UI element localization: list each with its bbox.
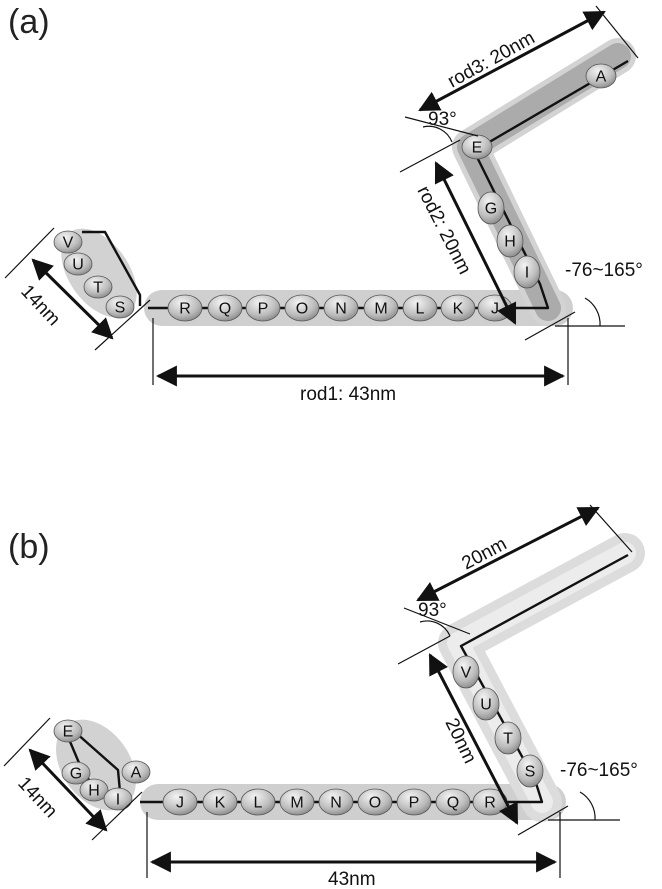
svg-text:P: P: [409, 795, 420, 812]
bead: T: [494, 721, 522, 755]
svg-text:P: P: [258, 301, 269, 318]
panel-a-head-chain: [82, 230, 142, 306]
bead: E: [461, 134, 493, 160]
panel-b-rod3-dimension: [416, 506, 600, 602]
panel-a-label: (a): [8, 3, 50, 41]
bead: G: [477, 191, 505, 225]
panel-a: (a) R Q P O N M L K J G H I: [4, 3, 643, 405]
bead: Q: [435, 788, 471, 816]
panel-a-angle-arc-top: [422, 125, 453, 143]
svg-text:G: G: [485, 201, 497, 218]
panel-a-rod2-label: rod2: 20nm: [413, 183, 475, 278]
svg-text:K: K: [453, 301, 464, 318]
bead: L: [402, 294, 438, 322]
bead: K: [202, 788, 238, 816]
svg-text:M: M: [290, 795, 303, 812]
bead: S: [516, 754, 544, 788]
svg-text:A: A: [596, 69, 607, 86]
svg-text:L: L: [254, 795, 263, 812]
bead: A: [121, 760, 151, 784]
svg-text:O: O: [296, 301, 308, 318]
svg-text:O: O: [369, 795, 381, 812]
bead: N: [318, 788, 354, 816]
bead: S: [105, 295, 135, 319]
panel-b-rod1-beads: J K L M N O P Q R: [162, 788, 508, 816]
bead: V: [452, 655, 480, 689]
panel-a-rod1-beads: R Q P O N M L K J: [167, 294, 513, 322]
panel-b-rod2-dimension: [428, 653, 519, 825]
bead: P: [245, 294, 281, 322]
panel-b-angle-arc-top: [419, 620, 451, 637]
svg-text:A: A: [131, 765, 142, 782]
bead: U: [63, 252, 93, 276]
panel-a-rod1-label: rod1: 43nm: [300, 384, 396, 405]
panel-a-rods: [61, 38, 636, 326]
bead: V: [53, 230, 83, 254]
svg-text:R: R: [179, 301, 191, 318]
panel-a-rod3-dimension: [418, 10, 606, 112]
svg-text:N: N: [335, 301, 347, 318]
svg-text:T: T: [503, 731, 513, 748]
panel-b-label: (b): [8, 528, 50, 566]
svg-text:Q: Q: [447, 795, 459, 812]
bead: R: [167, 294, 203, 322]
panel-a-head-dimension: [31, 258, 114, 340]
svg-text:H: H: [504, 234, 516, 251]
svg-text:J: J: [491, 301, 499, 318]
svg-text:I: I: [116, 792, 120, 809]
panel-b-head-label: 14nm: [13, 773, 61, 822]
bead: N: [323, 294, 359, 322]
svg-text:V: V: [63, 235, 74, 252]
bead: E: [53, 719, 83, 743]
panel-a-angle-right: -76~165°: [565, 260, 643, 281]
svg-text:V: V: [461, 665, 472, 682]
bead: M: [279, 788, 315, 816]
bead: U: [472, 687, 500, 721]
svg-text:L: L: [416, 301, 425, 318]
bead: M: [363, 294, 399, 322]
panel-b-rod3-label: 20nm: [458, 534, 510, 575]
panel-a-angle-arc-right: [584, 297, 601, 327]
svg-text:S: S: [115, 300, 126, 317]
panel-a-rod2-dimension: [434, 161, 517, 325]
bead: A: [585, 63, 617, 89]
svg-text:R: R: [484, 795, 496, 812]
bead: O: [284, 294, 320, 322]
bead: H: [496, 224, 524, 258]
panel-a-rod3-label: rod3: 20nm: [444, 27, 538, 92]
panel-b-angle-top: 93°: [418, 600, 447, 621]
panel-b-angle-right: -76~165°: [560, 760, 638, 781]
svg-text:T: T: [93, 280, 103, 297]
panel-b-angle-arc-right: [579, 791, 596, 821]
panel-b-head-dimension: [28, 748, 108, 832]
panel-a-head-label: 14nm: [16, 281, 64, 330]
svg-text:S: S: [525, 764, 536, 781]
bead: I: [103, 787, 133, 811]
bead: J: [162, 788, 198, 816]
svg-text:E: E: [472, 140, 483, 157]
bead: P: [396, 788, 432, 816]
svg-text:N: N: [330, 795, 342, 812]
svg-text:U: U: [72, 257, 84, 274]
bead: L: [240, 788, 276, 816]
svg-text:J: J: [176, 795, 184, 812]
bead: I: [513, 255, 541, 289]
bead: Q: [207, 294, 243, 322]
panel-b: (b) J K L M N O P Q R V U T S E: [3, 504, 645, 889]
bead: T: [83, 275, 113, 299]
svg-text:K: K: [215, 795, 226, 812]
svg-text:M: M: [374, 301, 387, 318]
panel-b-rod1-label: 43nm: [328, 869, 376, 889]
svg-text:Q: Q: [219, 301, 231, 318]
panel-a-angle-top: 93°: [428, 109, 457, 130]
bead: K: [440, 294, 476, 322]
svg-text:H: H: [88, 783, 100, 800]
svg-text:E: E: [63, 724, 74, 741]
bead: O: [357, 788, 393, 816]
svg-text:U: U: [480, 697, 492, 714]
svg-text:G: G: [70, 766, 82, 783]
svg-text:I: I: [525, 265, 529, 282]
